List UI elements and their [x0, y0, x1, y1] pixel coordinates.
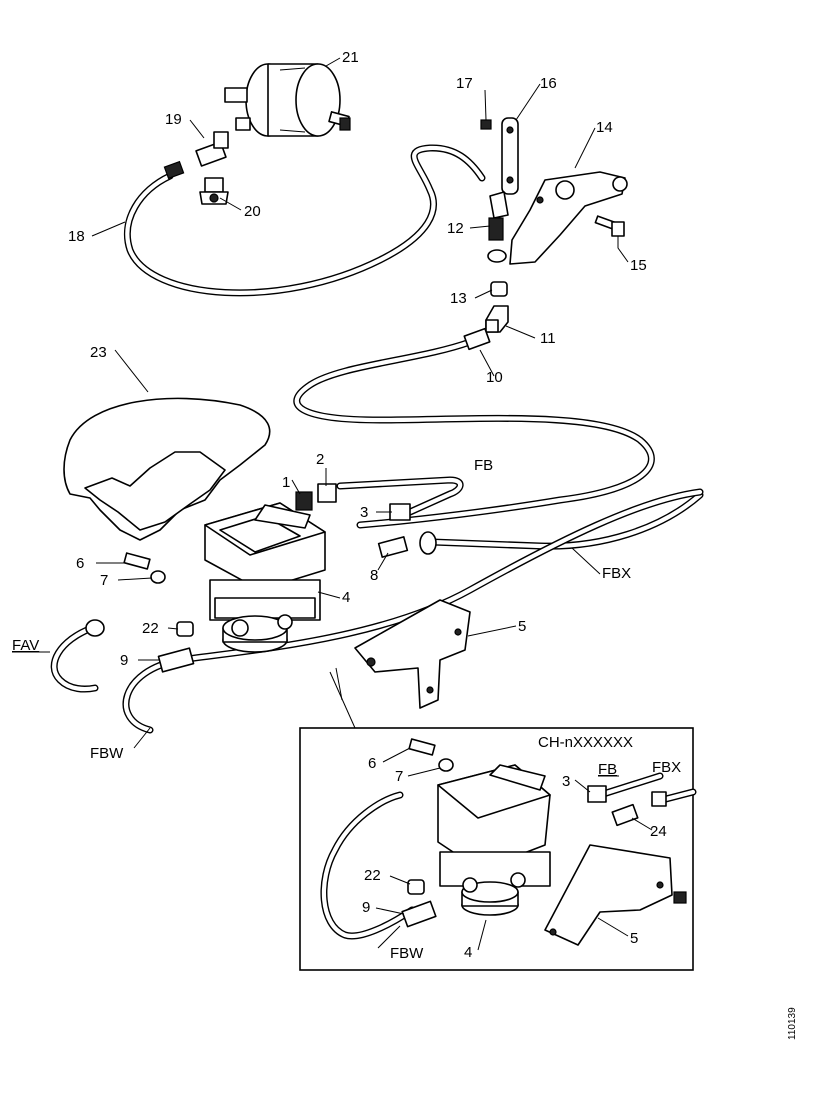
callout-19: 19: [165, 111, 182, 128]
callout-22: 22: [142, 620, 159, 637]
inset-hose-fbx: [658, 788, 697, 804]
fitting-9: [157, 647, 195, 673]
inset-callout-24: 24: [650, 823, 667, 840]
callout-18: 18: [68, 228, 85, 245]
inset-hose-fbw: [320, 791, 416, 940]
inset-nut-22: [407, 879, 425, 895]
tee-fitting-19: [163, 131, 229, 180]
leaders: [91, 57, 629, 749]
callout-23: 23: [90, 344, 107, 361]
callout-labels: 21 19 20 18 17 16 14 15 12 13 11 10 23 1…: [12, 49, 647, 762]
inset-bolt-6: [408, 738, 436, 756]
bracket-14: [509, 171, 628, 265]
bolt-6-washer-7: [123, 552, 166, 584]
pipe-fbw-long: [122, 488, 704, 734]
callout-10: 10: [486, 369, 503, 386]
callout-5: 5: [518, 618, 526, 635]
inset-valve-assembly-4: [437, 764, 551, 916]
inset-callout-22: 22: [364, 867, 381, 884]
callout-15: 15: [630, 257, 647, 274]
inset-washer-7: [438, 758, 454, 772]
callout-21: 21: [342, 49, 359, 66]
bracket-5: [354, 599, 471, 709]
cover-23: [63, 397, 271, 541]
screw-17: [480, 119, 492, 130]
brake-chamber-21: [224, 63, 351, 137]
hose-end-10: [463, 327, 491, 351]
inset-bracket-5: [544, 844, 687, 946]
screw-15: [594, 215, 625, 237]
inset-fitting-3: [587, 785, 607, 803]
figure-reference: 110139: [787, 1007, 798, 1040]
callout-8: 8: [370, 567, 378, 584]
inset-panel: CH-nXXXXXX 6 7 3 FB FBX 24 22 9 FBW 4 5: [299, 727, 697, 971]
callout-12: 12: [447, 220, 464, 237]
callout-3: 3: [360, 504, 368, 521]
inset-fitting-9: [401, 900, 437, 928]
fitting-8: [377, 531, 437, 558]
hose-fav: [50, 624, 99, 693]
callout-11: 11: [540, 330, 556, 347]
inset-title: CH-nXXXXXX: [538, 734, 633, 751]
strap-16: [501, 117, 519, 195]
callout-14: 14: [596, 119, 613, 136]
hose-18: [123, 144, 486, 297]
inset-hose-fb: [596, 772, 664, 799]
fav-end: [85, 619, 105, 637]
inset-label-fbx: FBX: [652, 759, 681, 776]
inset-callout-5: 5: [630, 930, 638, 947]
callout-1: 1: [282, 474, 290, 491]
inset-label-fbw: FBW: [390, 945, 424, 962]
label-fbx: FBX: [602, 565, 631, 582]
callout-6: 6: [76, 555, 84, 572]
callout-17: 17: [456, 75, 473, 92]
label-fav: FAV: [12, 637, 39, 654]
callout-9: 9: [120, 652, 128, 669]
inset-callout-7: 7: [395, 768, 403, 785]
nut-13: [490, 281, 508, 297]
fitting-12: [487, 191, 509, 263]
drain-valve-20: [199, 177, 229, 205]
callout-16: 16: [540, 75, 557, 92]
callout-13: 13: [450, 290, 467, 307]
label-fbw: FBW: [90, 745, 124, 762]
valve-assembly-4: [204, 502, 326, 653]
fittings-1-2-3: [295, 483, 411, 521]
inset-label-fb: FB: [598, 761, 617, 778]
inset-callout-4: 4: [464, 944, 472, 961]
label-fb: FB: [474, 457, 493, 474]
callout-4: 4: [342, 589, 350, 606]
callout-7: 7: [100, 572, 108, 589]
inset-callout-9: 9: [362, 899, 370, 916]
elbow-11: [485, 305, 509, 333]
hose-fb: [336, 476, 464, 516]
inset-callout-6: 6: [368, 755, 376, 772]
callout-20: 20: [244, 203, 261, 220]
callout-2: 2: [316, 451, 324, 468]
inset-callout-3: 3: [562, 773, 570, 790]
inset-fitting-24: [611, 791, 667, 827]
nut-22: [176, 621, 194, 637]
hose-10: [293, 338, 655, 529]
